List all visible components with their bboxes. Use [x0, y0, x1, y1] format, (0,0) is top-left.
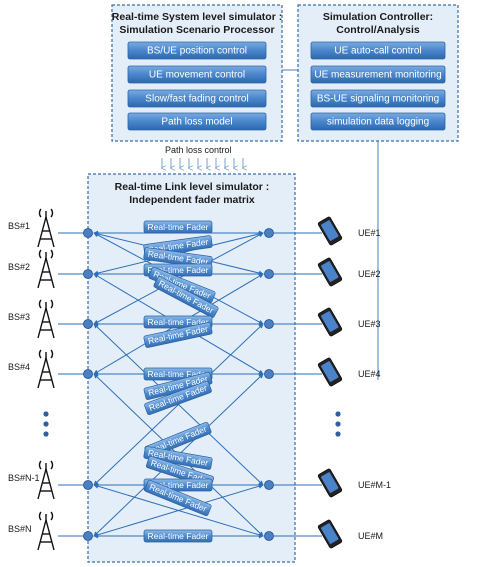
- user-equipment[interactable]: UE#4: [264, 357, 381, 387]
- base-station[interactable]: BS#2: [8, 249, 93, 289]
- system-panel-title-line1: Real-time System level simulator :: [112, 11, 282, 23]
- controller-button-1[interactable]: UE measurement monitoring: [310, 65, 446, 84]
- antenna-tower-icon: [37, 511, 55, 551]
- ue-port-node: [264, 319, 274, 329]
- bs-port-node: [83, 531, 93, 541]
- mobile-phone-icon: [317, 468, 343, 498]
- bs-port-node: [83, 228, 93, 238]
- ue-port-node: [264, 369, 274, 379]
- fader-label: Real-time Fader: [148, 222, 209, 232]
- mobile-phone-icon: [317, 307, 343, 337]
- antenna-tower-icon: [37, 299, 55, 339]
- real-time-fader[interactable]: Real-time Fader: [143, 220, 213, 234]
- fader-label: Real-time Fader: [148, 531, 209, 541]
- base-station[interactable]: BS#N-1: [8, 460, 93, 500]
- svg-text:Slow/fast fading control: Slow/fast fading control: [145, 94, 248, 105]
- system-button-3[interactable]: Path loss model: [127, 112, 267, 131]
- mobile-phone-icon: [317, 357, 343, 387]
- system-simulator-panel: Real-time System level simulator : Simul…: [111, 4, 283, 142]
- real-time-fader[interactable]: Real-time Fader: [143, 529, 213, 543]
- user-equipments: UE#1UE#2UE#3UE#4UE#M-1UE#M: [264, 216, 392, 549]
- user-equipment[interactable]: UE#2: [264, 257, 381, 287]
- svg-text:BS-UE signaling monitoring: BS-UE signaling monitoring: [317, 94, 439, 105]
- user-equipment[interactable]: UE#1: [264, 216, 381, 246]
- ue-label: UE#M-1: [358, 480, 391, 490]
- user-equipment[interactable]: UE#M-1: [264, 468, 392, 498]
- path-loss-label: Path loss control: [165, 145, 232, 155]
- link-panel-title-line1: Real-time Link level simulator :: [115, 181, 270, 193]
- svg-text:UE auto-call control: UE auto-call control: [334, 46, 421, 57]
- antenna-tower-icon: [37, 349, 55, 389]
- fader-label: Real-time Fader: [148, 480, 209, 490]
- controller-button-3[interactable]: simulation data logging: [310, 112, 446, 131]
- base-station-label: BS#4: [8, 362, 30, 372]
- controller-button-0[interactable]: UE auto-call control: [310, 41, 446, 60]
- ue-label: UE#3: [358, 319, 381, 329]
- svg-text:BS/UE position control: BS/UE position control: [147, 46, 247, 57]
- base-stations: BS#1BS#2BS#3BS#4BS#N-1BS#N: [8, 208, 93, 551]
- ue-label: UE#4: [358, 369, 381, 379]
- mobile-phone-icon: [317, 216, 343, 246]
- ue-port-node: [264, 531, 274, 541]
- fader-label: Real-time Fader: [148, 317, 209, 327]
- system-button-2[interactable]: Slow/fast fading control: [127, 89, 267, 108]
- panel-connectors: [282, 69, 379, 380]
- base-station-label: BS#N: [8, 524, 32, 534]
- path-loss-arrows: [162, 158, 243, 168]
- controller-button-2[interactable]: BS-UE signaling monitoring: [310, 89, 446, 108]
- svg-text:Path loss model: Path loss model: [161, 117, 232, 128]
- base-station[interactable]: BS#N: [8, 511, 93, 551]
- bs-port-node: [83, 319, 93, 329]
- bs-port-node: [83, 269, 93, 279]
- base-station-label: BS#N-1: [8, 473, 40, 483]
- bs-port-node: [83, 369, 93, 379]
- link-panel-title-line2: Independent fader matrix: [129, 194, 255, 206]
- mobile-phone-icon: [317, 257, 343, 287]
- svg-text:UE movement control: UE movement control: [149, 70, 245, 81]
- ue-label: UE#2: [358, 269, 381, 279]
- svg-text:UE measurement monitoring: UE measurement monitoring: [314, 70, 441, 81]
- antenna-tower-icon: [37, 208, 55, 248]
- ue-ellipsis: [335, 411, 341, 437]
- user-equipment[interactable]: UE#3: [264, 307, 381, 337]
- bs-ellipsis: [43, 411, 49, 437]
- ue-port-node: [264, 228, 274, 238]
- controller-panel: Simulation Controller: Control/Analysis …: [297, 4, 459, 142]
- controller-panel-title-line2: Control/Analysis: [336, 24, 420, 36]
- user-equipment[interactable]: UE#M: [264, 519, 384, 549]
- base-station-label: BS#2: [8, 262, 30, 272]
- bs-port-node: [83, 480, 93, 490]
- base-station[interactable]: BS#3: [8, 299, 93, 339]
- base-station-label: BS#1: [8, 221, 30, 231]
- fader-wire: [93, 483, 264, 538]
- base-station[interactable]: BS#4: [8, 349, 93, 389]
- mobile-phone-icon: [317, 519, 343, 549]
- path-loss-control: Path loss control: [162, 145, 243, 168]
- ue-label: UE#1: [358, 228, 381, 238]
- ue-port-node: [264, 269, 274, 279]
- ue-label: UE#M: [358, 531, 383, 541]
- system-button-0[interactable]: BS/UE position control: [127, 41, 267, 60]
- base-station[interactable]: BS#1: [8, 208, 93, 248]
- system-panel-title-line2: Simulation Scenario Processor: [119, 24, 274, 36]
- controller-panel-title-line1: Simulation Controller:: [323, 11, 433, 23]
- fader-label: Real-time Fader: [148, 369, 209, 379]
- fader-label: Real-time Fader: [148, 265, 209, 275]
- ue-port-node: [264, 480, 274, 490]
- antenna-tower-icon: [37, 249, 55, 289]
- antenna-tower-icon: [37, 460, 55, 500]
- system-button-1[interactable]: UE movement control: [127, 65, 267, 84]
- base-station-label: BS#3: [8, 312, 30, 322]
- svg-text:simulation data logging: simulation data logging: [327, 117, 429, 128]
